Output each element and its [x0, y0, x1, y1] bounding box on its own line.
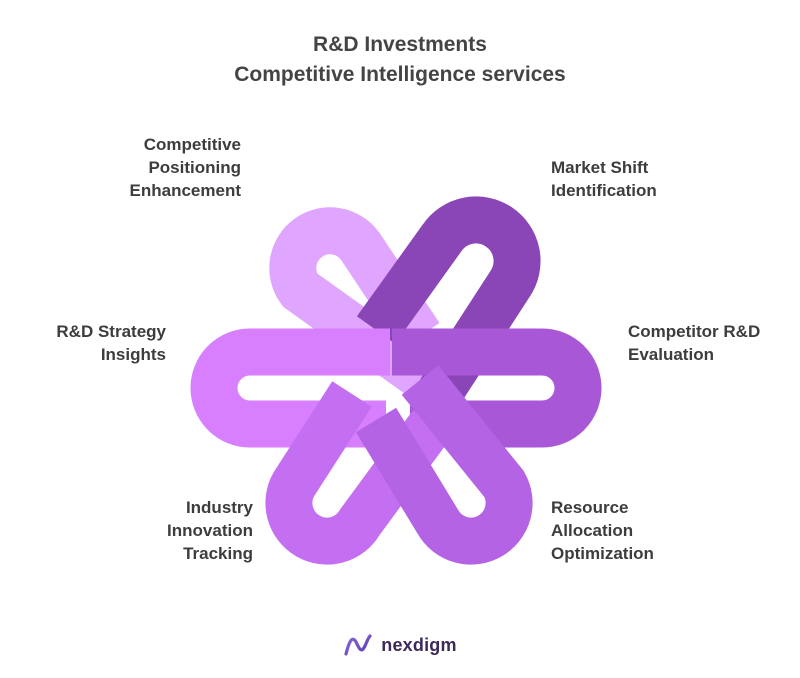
loop-competitive-positioning: [269, 207, 454, 410]
label-competitive-positioning: Competitive Positioning Enhancement: [129, 135, 241, 200]
brand-name: nexdigm: [381, 634, 457, 655]
title-line-2: Competitive Intelligence services: [234, 63, 566, 86]
label-industry-innovation: Industry Innovation Tracking: [167, 498, 253, 563]
label-competitor-evaluation: Competitor R&D Evaluation: [628, 322, 761, 364]
page-title: R&D Investments Competitive Intelligence…: [0, 30, 800, 90]
loop-competitor-evaluation: [392, 328, 602, 448]
loop-rd-strategy: [190, 328, 390, 448]
nexdigm-logo-icon: [344, 634, 372, 656]
loop-industry-innovation: [265, 381, 451, 565]
label-market-shift: Market Shift Identification: [551, 158, 657, 200]
title-line-1: R&D Investments: [313, 33, 487, 56]
brand-footer: nexdigm: [0, 632, 800, 658]
label-rd-strategy: R&D Strategy Insights: [56, 322, 166, 364]
label-resource-allocation: Resource Allocation Optimization: [551, 498, 654, 563]
loop-market-shift: [356, 196, 541, 405]
loop-resource-allocation: [355, 365, 533, 565]
